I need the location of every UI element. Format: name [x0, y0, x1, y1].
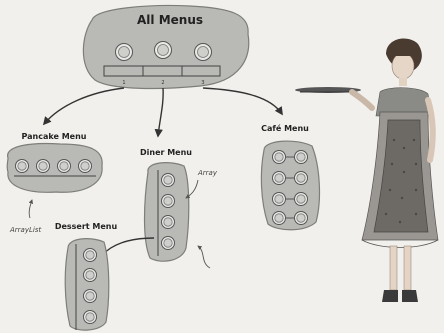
plate-icon — [58, 160, 71, 173]
cafe-menu-blob — [261, 141, 319, 230]
pancake-menu-title: Pancake Menu — [22, 132, 87, 141]
pancake-menu-node: Pancake Menu — [7, 132, 102, 192]
diner-menu-title: Diner Menu — [140, 148, 192, 157]
arrow-to-cafe — [203, 88, 282, 114]
diner-squiggle-arrow — [198, 246, 210, 268]
arraylist-annotation: ArrayList — [9, 226, 41, 234]
array-annotation: Array — [197, 169, 218, 177]
index-label: 3 — [201, 80, 204, 86]
all-menus-node: All Menus 1 2 3 — [83, 6, 248, 89]
dessert-menu-title: Dessert Menu — [55, 222, 118, 231]
diner-menu-node: Diner Menu — [140, 148, 192, 261]
plate-icon — [295, 172, 308, 185]
plate-icon — [273, 193, 286, 206]
plate-icon — [155, 42, 172, 59]
index-label: 2 — [161, 80, 164, 86]
plate-icon — [273, 172, 286, 185]
plate-icon — [84, 249, 97, 262]
plate-icon — [84, 311, 97, 324]
plate-icon — [79, 160, 92, 173]
plate-icon — [116, 44, 133, 61]
all-menus-title: All Menus — [137, 13, 203, 27]
plate-icon — [273, 212, 286, 225]
plate-icon — [295, 151, 308, 164]
arraylist-pointer — [29, 200, 32, 218]
plate-icon — [84, 290, 97, 303]
plate-icon — [295, 193, 308, 206]
dessert-menu-node: Dessert Menu — [55, 222, 118, 330]
plate-icon — [37, 160, 50, 173]
plate-icon — [162, 195, 175, 208]
cafe-menu-title: Café Menu — [261, 123, 309, 133]
plate-icon — [84, 269, 97, 282]
index-label: 1 — [122, 80, 125, 86]
plate-icon — [162, 237, 175, 250]
plate-icon — [295, 212, 308, 225]
plate-icon — [162, 216, 175, 229]
plate-icon — [195, 44, 212, 61]
plate-icon — [16, 160, 29, 173]
plate-icon — [273, 151, 286, 164]
arrow-to-pancake — [44, 88, 124, 124]
plate-icon — [162, 174, 175, 187]
arrow-to-diner — [158, 88, 163, 136]
cafe-menu-node: Café Menu — [261, 123, 319, 230]
